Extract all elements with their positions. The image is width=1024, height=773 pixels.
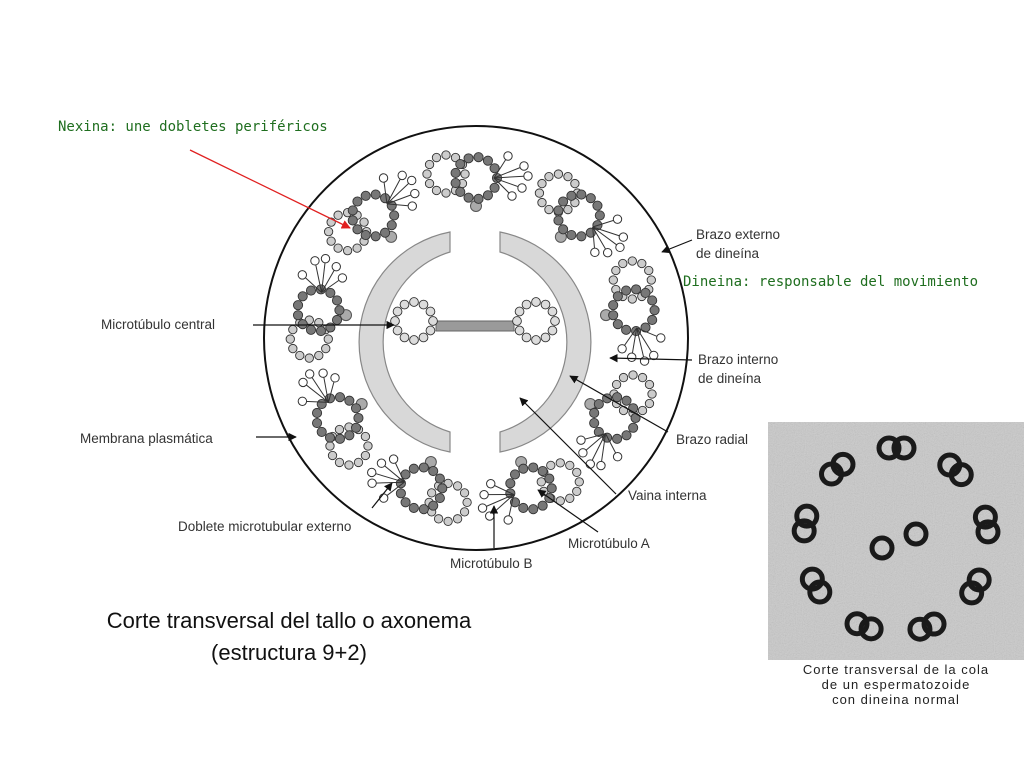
doublet (286, 254, 351, 362)
photo-caption-line-2: de un espermatozoide (822, 677, 971, 692)
photo-caption-line-1: Corte transversal de la cola (803, 662, 989, 677)
dineina-note: Dineina: responsable del movimiento (683, 274, 978, 290)
doublet (298, 369, 372, 469)
photo-caption-line-3: con dineina normal (832, 692, 960, 707)
doublet (324, 171, 419, 255)
caption-line-1: Corte transversal del tallo o axonema (107, 608, 472, 633)
microtubule-a (293, 285, 344, 336)
doublet (600, 257, 664, 366)
nexina-note: Nexina: une dobletes periféricos (58, 119, 328, 135)
label-microtubulo-a: Microtúbulo A (568, 536, 650, 551)
microtubule-b (537, 459, 583, 505)
micrograph (768, 422, 1024, 660)
microtubule-b (326, 423, 372, 469)
doublet (423, 151, 532, 212)
label-brazo-externo-1: Brazo externo (696, 227, 780, 242)
microtubule-a (396, 463, 447, 514)
microtubule-a (312, 393, 363, 444)
inner-sheath (359, 232, 591, 452)
label-brazo-interno-1: Brazo interno (698, 352, 778, 367)
peripheral-doublets (286, 151, 665, 526)
doublet (368, 455, 472, 526)
microtubule-a (506, 463, 557, 514)
label-brazo-externo-2: de dineína (696, 246, 760, 261)
central-tubule-right (513, 298, 560, 345)
central-bridge (436, 321, 514, 331)
doublet (577, 371, 656, 470)
arrow-vaina-interna (520, 398, 616, 494)
caption-line-2: (estructura 9+2) (211, 640, 367, 665)
doublet (535, 170, 627, 257)
label-brazo-radial: Brazo radial (676, 432, 748, 447)
label-membrana: Membrana plasmática (80, 431, 213, 446)
microtubule-b (286, 316, 332, 362)
label-vaina-interna: Vaina interna (628, 488, 707, 503)
label-microtubulo-b: Microtúbulo B (450, 556, 533, 571)
label-microtubulo-central: Microtúbulo central (101, 317, 215, 332)
central-tubule-left (391, 298, 438, 345)
label-brazo-interno-2: de dineína (698, 371, 762, 386)
label-doblete: Doblete microtubular externo (178, 519, 351, 534)
